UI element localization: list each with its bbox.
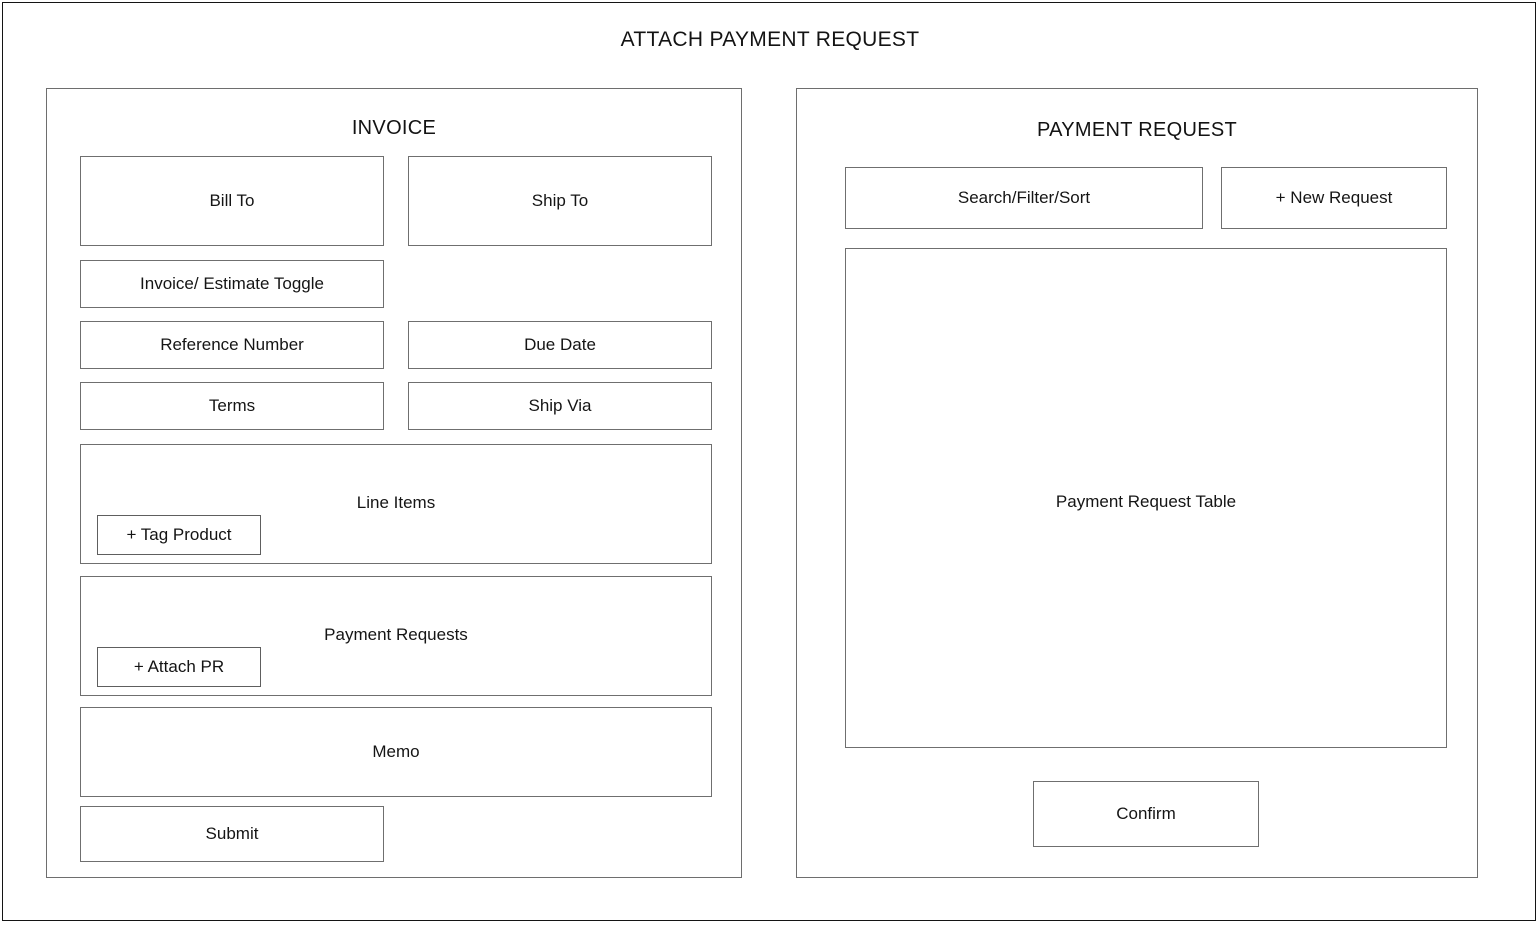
invoice-panel: INVOICE Bill To Ship To Invoice/ Estimat… bbox=[46, 88, 742, 878]
bill-to-field[interactable]: Bill To bbox=[80, 156, 384, 246]
line-items-section: Line Items + Tag Product bbox=[80, 444, 712, 564]
invoice-estimate-toggle[interactable]: Invoice/ Estimate Toggle bbox=[80, 260, 384, 308]
tag-product-button[interactable]: + Tag Product bbox=[97, 515, 261, 555]
ship-via-field[interactable]: Ship Via bbox=[408, 382, 712, 430]
ship-to-field[interactable]: Ship To bbox=[408, 156, 712, 246]
page-title: ATTACH PAYMENT REQUEST bbox=[620, 28, 920, 51]
payment-requests-label: Payment Requests bbox=[324, 625, 468, 644]
invoice-panel-title: INVOICE bbox=[351, 117, 437, 139]
confirm-button[interactable]: Confirm bbox=[1033, 781, 1259, 847]
payment-requests-section: Payment Requests + Attach PR bbox=[80, 576, 712, 696]
submit-button[interactable]: Submit bbox=[80, 806, 384, 862]
payment-request-table-placeholder: Payment Request Table bbox=[1055, 492, 1237, 511]
payment-request-panel: PAYMENT REQUEST Search/Filter/Sort + New… bbox=[796, 88, 1478, 878]
memo-field[interactable]: Memo bbox=[80, 707, 712, 797]
reference-number-field[interactable]: Reference Number bbox=[80, 321, 384, 369]
terms-field[interactable]: Terms bbox=[80, 382, 384, 430]
line-items-label: Line Items bbox=[356, 493, 436, 512]
payment-request-table[interactable]: Payment Request Table bbox=[845, 248, 1447, 748]
search-filter-sort-button[interactable]: Search/Filter/Sort bbox=[845, 167, 1203, 229]
new-request-button[interactable]: + New Request bbox=[1221, 167, 1447, 229]
due-date-field[interactable]: Due Date bbox=[408, 321, 712, 369]
attach-pr-button[interactable]: + Attach PR bbox=[97, 647, 261, 687]
payment-request-panel-title: PAYMENT REQUEST bbox=[1036, 119, 1238, 141]
